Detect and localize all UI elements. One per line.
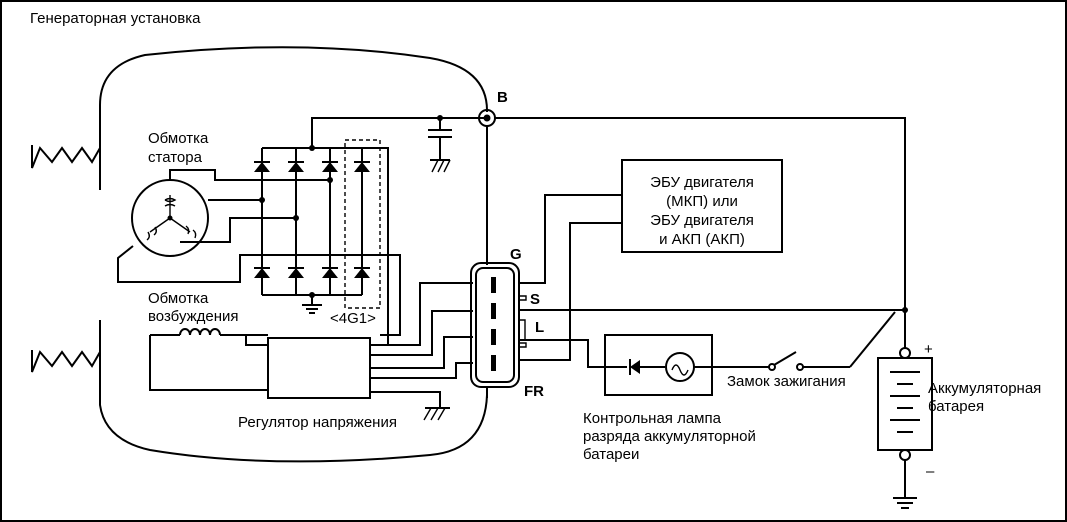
ground-icon	[302, 295, 322, 314]
lamp-label-line2: разряда аккумуляторной	[583, 428, 756, 445]
diode-icon	[288, 148, 304, 295]
field-coil-icon	[150, 328, 268, 336]
diode-icon	[254, 148, 270, 295]
regulator-box	[267, 337, 371, 399]
field-label-line2: возбуждения	[148, 308, 239, 325]
reg-wire-1	[380, 282, 473, 346]
b-to-battery-wire	[495, 117, 906, 348]
pulley-zigzag-bottom	[31, 350, 101, 373]
diode-icon	[322, 148, 338, 295]
reg-wire-2	[370, 310, 473, 356]
ignition-switch-icon	[712, 311, 896, 371]
rectifier-tag: <4G1>	[330, 310, 376, 327]
ground-icon	[893, 460, 917, 509]
diagram-title: Генераторная установка	[30, 10, 201, 27]
ecu-label-line4: и АКП (АКП)	[659, 231, 745, 248]
phase-lead-3	[180, 217, 296, 243]
field-return-wire	[149, 335, 268, 391]
terminal-l-label: L	[535, 319, 544, 336]
field-label-line1: Обмотка	[148, 290, 209, 307]
battery-plus: +	[924, 341, 933, 358]
phase-lead-4	[117, 245, 401, 336]
reg-to-rectifier-wire	[362, 147, 389, 346]
battery-minus: –	[926, 463, 935, 480]
connector-outer	[470, 262, 520, 388]
diode-icon	[354, 148, 370, 295]
stator-label-line1: Обмотка	[148, 130, 209, 147]
connector-pin-g	[491, 277, 496, 293]
ecu-label-line3: ЭБУ двигателя	[650, 212, 754, 229]
battery-label-line2: батарея	[928, 398, 984, 415]
ignition-label: Замок зажигания	[727, 373, 846, 390]
g-to-ecu-wire	[519, 194, 622, 284]
battery-label-line1: Аккумуляторная	[928, 380, 1041, 397]
ecu-label-line1: ЭБУ двигателя	[650, 174, 754, 191]
regulator-label: Регулятор напряжения	[238, 414, 397, 431]
connector-pin-s	[491, 303, 496, 319]
connector-pin-l	[491, 329, 496, 345]
lamp-label-line3: батареи	[583, 446, 639, 463]
battery-icon	[877, 347, 933, 461]
rectifier-4g1-box	[344, 139, 381, 309]
terminal-fr-label: FR	[524, 383, 544, 400]
reg-to-field-wire	[245, 335, 268, 346]
pulley-zigzag-top	[31, 145, 101, 169]
ecu-box	[621, 159, 783, 253]
phase-lead-1	[169, 169, 330, 181]
lamp-box	[604, 334, 713, 396]
fr-to-ecu-wire	[519, 222, 622, 361]
reg-wire-3	[370, 336, 473, 369]
stator-label-line2: статора	[148, 149, 203, 166]
l-to-lamp-wire	[519, 339, 610, 368]
positive-rail-to-b	[311, 117, 487, 148]
reg-wire-4	[370, 362, 473, 379]
ground-icon	[370, 391, 450, 421]
stator-winding-icon	[131, 179, 209, 257]
terminal-b-label: B	[497, 89, 508, 106]
capacitor-icon	[428, 118, 452, 173]
generator-housing	[99, 46, 489, 463]
terminal-g-label: G	[510, 246, 522, 263]
terminal-s-label: S	[530, 291, 540, 308]
lamp-label-line1: Контрольная лампа	[583, 410, 722, 427]
ecu-label-line2: (МКП) или	[666, 193, 738, 210]
connector-inner	[475, 267, 515, 383]
indicator-lamp-icon	[610, 352, 712, 382]
connector-pin-fr	[491, 355, 496, 371]
